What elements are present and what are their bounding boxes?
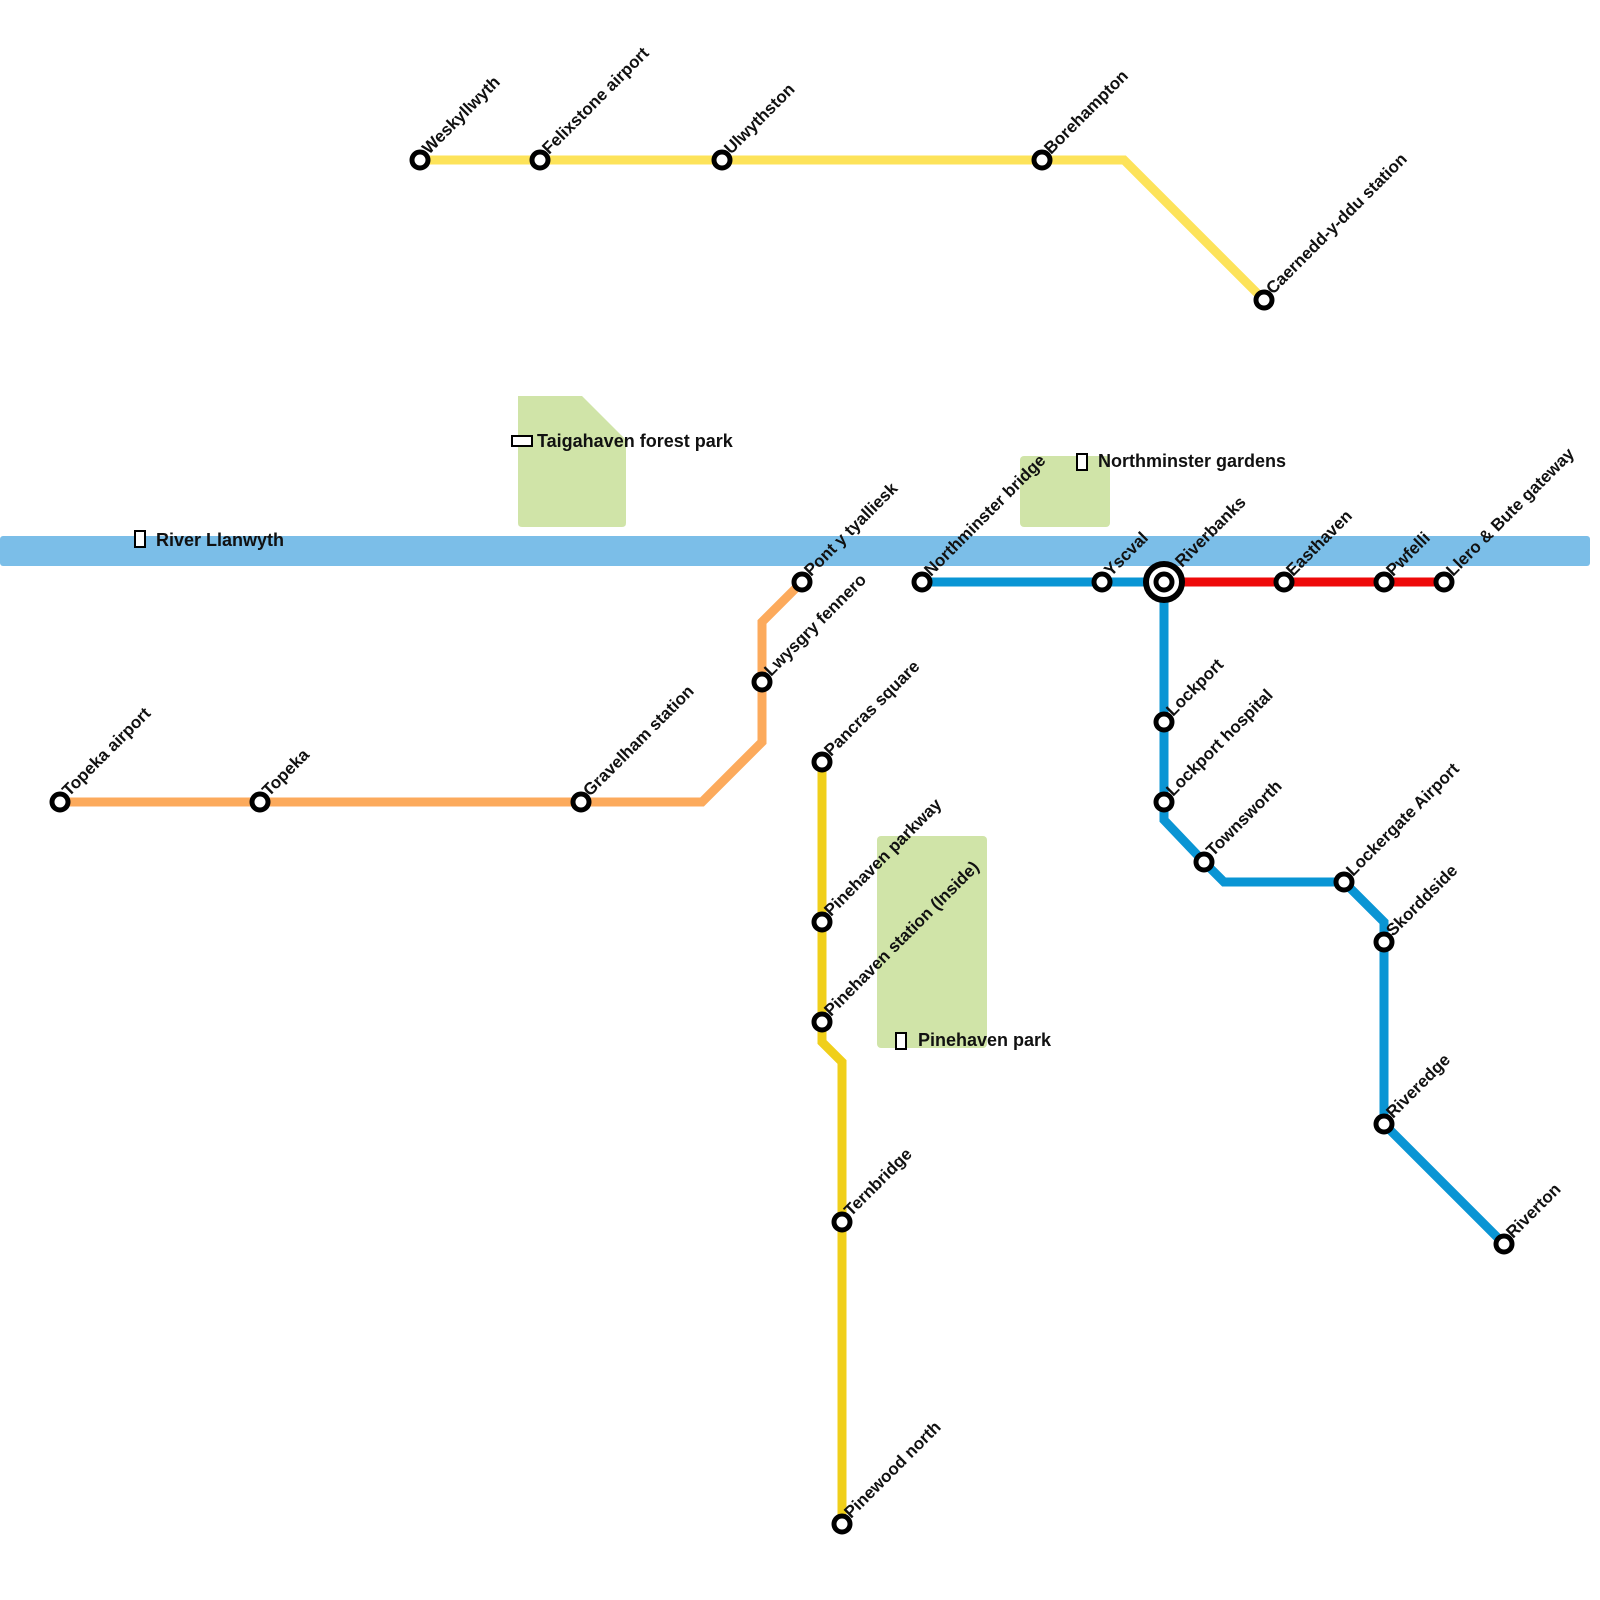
- station-lwysgry-fennero[interactable]: Lwysgry fennero: [751, 570, 870, 693]
- station-label: Riverton: [1502, 1180, 1564, 1242]
- station-marker[interactable]: [1373, 931, 1395, 953]
- poi-river-llanwyth: River Llanwyth: [134, 530, 284, 550]
- stations-layer: Weskyllwyth Felixstone airport Ulwythston B…: [49, 43, 1578, 1535]
- station-label: Townsworth: [1202, 777, 1285, 860]
- station-gravelham-station[interactable]: Gravelham station: [570, 682, 698, 813]
- poi-label-pinehaven-park: Pinehaven park: [918, 1030, 1052, 1050]
- forest-icon: [511, 435, 533, 447]
- poi-label-northminster-gardens: Northminster gardens: [1098, 451, 1286, 471]
- station-marker[interactable]: [1091, 571, 1113, 593]
- station-marker[interactable]: [1493, 1233, 1515, 1255]
- station-weskyllwyth[interactable]: Weskyllwyth: [409, 72, 504, 171]
- station-marker[interactable]: [249, 791, 271, 813]
- station-label: Skorddside: [1382, 861, 1461, 940]
- station-marker[interactable]: [1153, 571, 1175, 593]
- poi-pinehaven-park: Pinehaven park: [895, 1030, 1052, 1050]
- station-marker[interactable]: [1153, 711, 1175, 733]
- station-felixstone-airport[interactable]: Felixstone airport: [529, 43, 653, 171]
- line-yellow-north[interactable]: [420, 155, 1268, 304]
- park-northminster-area: [1020, 456, 1110, 527]
- station-marker[interactable]: [1433, 571, 1455, 593]
- station-riverton[interactable]: Riverton: [1493, 1180, 1565, 1255]
- station-marker[interactable]: [711, 149, 733, 171]
- poi-label-river: River Llanwyth: [156, 530, 284, 550]
- poi-label-taigahaven: Taigahaven forest park: [537, 431, 734, 451]
- station-marker[interactable]: [811, 1011, 833, 1033]
- poi-northminster-gardens: Northminster gardens: [1076, 451, 1286, 471]
- station-marker[interactable]: [911, 571, 933, 593]
- water-icon: [134, 530, 146, 548]
- station-label: Pancras square: [820, 657, 923, 760]
- station-label: Riveredge: [1382, 1050, 1454, 1122]
- station-label: Lockergate Airport: [1342, 759, 1463, 880]
- station-marker[interactable]: [570, 791, 592, 813]
- park-icon: [895, 1032, 907, 1050]
- station-marker[interactable]: [1031, 149, 1053, 171]
- station-marker[interactable]: [529, 149, 551, 171]
- station-marker[interactable]: [1253, 289, 1275, 311]
- station-label: Topeka airport: [58, 704, 154, 800]
- station-marker[interactable]: [811, 751, 833, 773]
- station-marker[interactable]: [49, 791, 71, 813]
- station-label: Borehampton: [1040, 66, 1132, 158]
- garden-icon: [1076, 453, 1088, 471]
- station-caernedd-y-ddu-station[interactable]: Caernedd-y-ddu station: [1253, 149, 1411, 311]
- station-marker[interactable]: [1333, 871, 1355, 893]
- station-pancras-square[interactable]: Pancras square: [811, 657, 923, 773]
- station-label: Ulwythston: [720, 80, 798, 158]
- station-marker[interactable]: [811, 911, 833, 933]
- station-marker[interactable]: [751, 671, 773, 693]
- station-llero-bute-gateway[interactable]: Llero & Bute gateway: [1433, 444, 1578, 593]
- line-yellow-south[interactable]: [817, 762, 847, 1524]
- station-marker[interactable]: [1153, 791, 1175, 813]
- station-label: Lockport: [1162, 655, 1227, 720]
- station-label: Topeka: [258, 745, 313, 800]
- station-marker[interactable]: [1373, 571, 1395, 593]
- station-marker[interactable]: [1193, 851, 1215, 873]
- station-marker[interactable]: [409, 149, 431, 171]
- station-marker[interactable]: [1373, 1113, 1395, 1135]
- station-pinewood-north[interactable]: Pinewood north: [831, 1418, 945, 1535]
- poi-taigahaven: Taigahaven forest park: [511, 431, 734, 451]
- station-label: Gravelham station: [579, 682, 697, 800]
- station-label: Caernedd-y-ddu station: [1262, 149, 1410, 297]
- station-label: Weskyllwyth: [418, 72, 503, 157]
- station-marker[interactable]: [831, 1211, 853, 1233]
- station-ulwythston[interactable]: Ulwythston: [711, 80, 799, 171]
- station-label: Ternbridge: [840, 1144, 915, 1219]
- station-marker[interactable]: [791, 571, 813, 593]
- river-llanwyth: [0, 536, 1590, 566]
- station-label: Felixstone airport: [538, 43, 653, 158]
- station-townsworth[interactable]: Townsworth: [1193, 777, 1286, 873]
- station-pont-y-tyalliesk[interactable]: Pont y tyalliesk: [791, 478, 902, 593]
- park-taigahaven-area: [518, 396, 626, 527]
- station-marker[interactable]: [831, 1513, 853, 1535]
- park-pinehaven-area: [877, 836, 987, 1048]
- station-topeka-airport[interactable]: Topeka airport: [49, 704, 155, 813]
- station-skorddside[interactable]: Skorddside: [1373, 861, 1461, 953]
- station-borehampton[interactable]: Borehampton: [1031, 66, 1132, 171]
- station-marker[interactable]: [1273, 571, 1295, 593]
- station-label: Pinewood north: [840, 1418, 944, 1522]
- station-label: Lwysgry fennero: [760, 570, 870, 680]
